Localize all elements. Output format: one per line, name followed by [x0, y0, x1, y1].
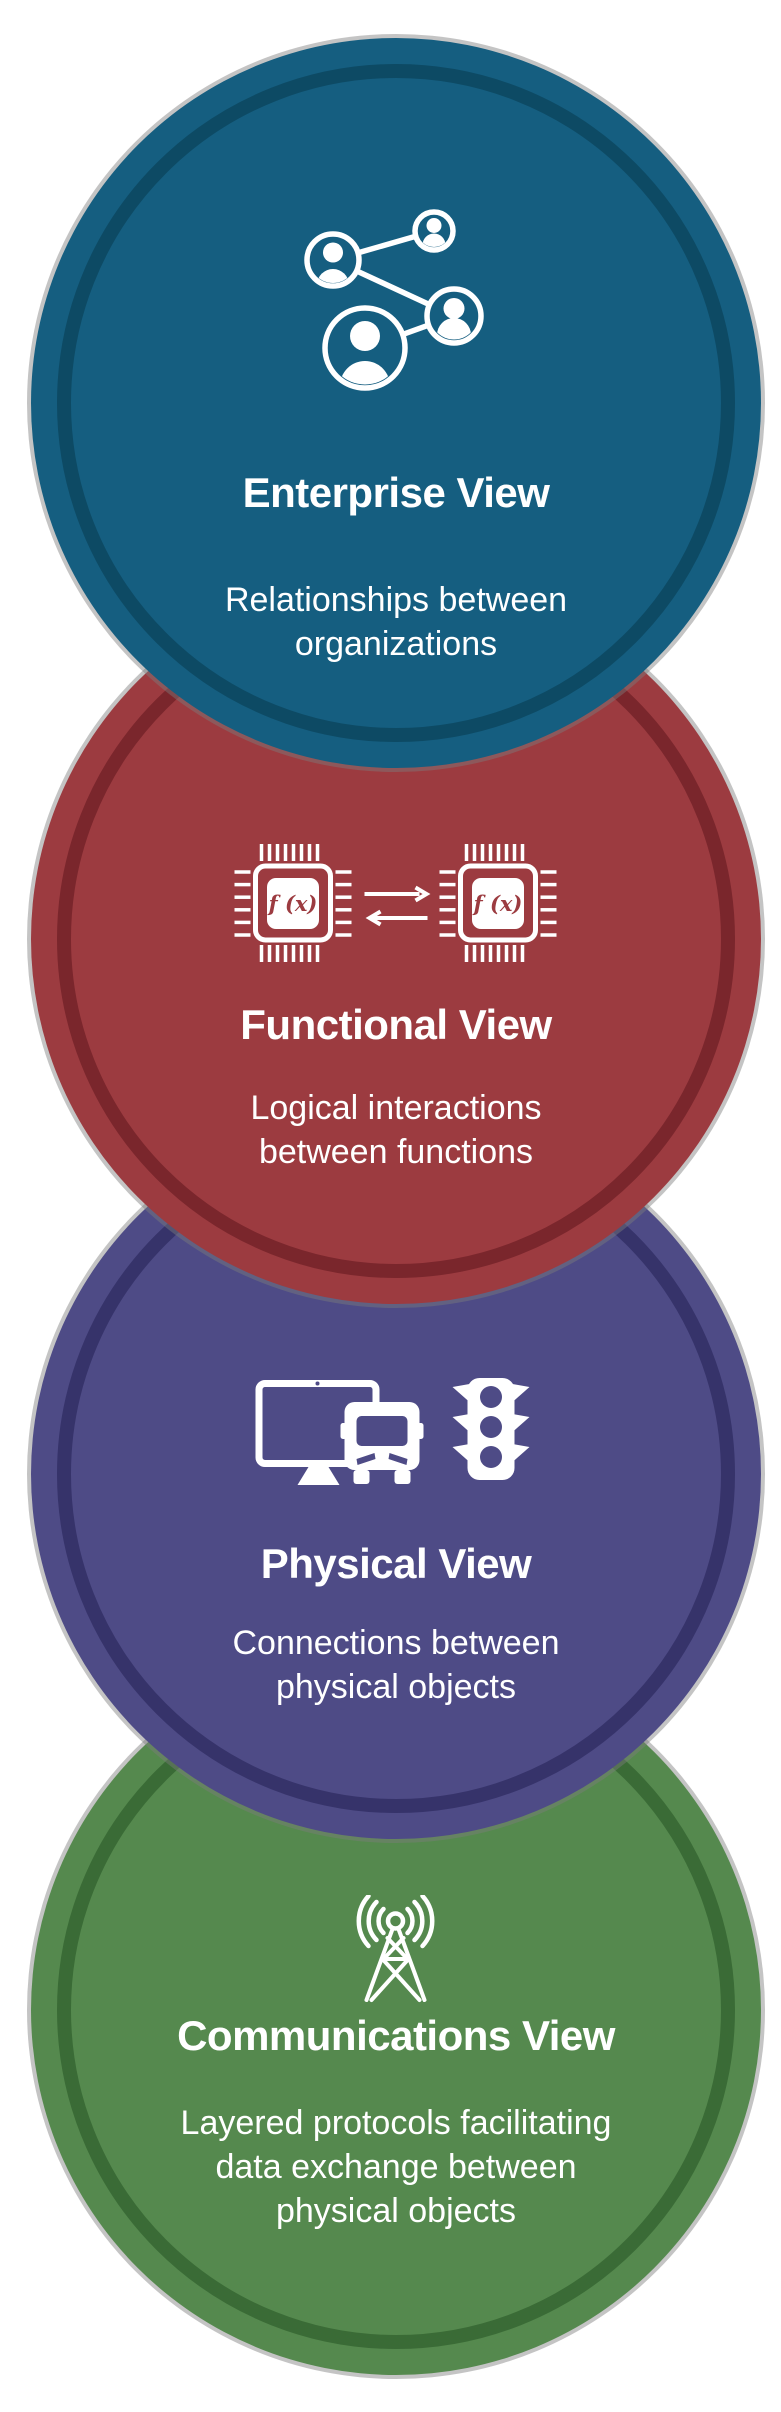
description-line: organizations — [294, 625, 498, 663]
view-description: Layered protocols facilitating data exch… — [31, 2101, 761, 2233]
view-title: Communications View — [177, 2012, 615, 2059]
people-network-icon — [304, 209, 484, 391]
view-description: Connections between physical objects — [31, 1621, 761, 1709]
traffic-light-icon — [452, 1378, 530, 1480]
monitor-bus-traffic-light-icon — [255, 1378, 530, 1485]
description-line: data exchange between — [215, 2148, 577, 2186]
view-description: Logical interactions between functions — [31, 1086, 761, 1174]
description-line: physical objects — [275, 2192, 516, 2230]
function-chips-icon: f (x) — [234, 844, 557, 962]
chip-function-label: f (x) — [472, 891, 523, 916]
description-line: between functions — [258, 1133, 534, 1171]
description-line: Logical interactions — [250, 1089, 542, 1127]
radio-tower-icon — [356, 1895, 435, 2002]
enterprise-view-circle: Enterprise View Relationships between or… — [31, 38, 761, 768]
view-title: Physical View — [260, 1540, 532, 1587]
bus-icon — [340, 1402, 424, 1484]
description-line: physical objects — [275, 1668, 516, 1706]
view-title: Enterprise View — [242, 469, 550, 516]
exchange-arrows-icon — [364, 885, 431, 927]
description-line: Connections between — [232, 1624, 560, 1662]
chip-function-label: f (x) — [267, 891, 318, 916]
description-line: Relationships between — [224, 581, 568, 619]
view-title: Functional View — [240, 1001, 552, 1048]
description-line: Layered protocols facilitating — [180, 2104, 612, 2142]
view-description: Relationships between organizations — [31, 578, 761, 666]
